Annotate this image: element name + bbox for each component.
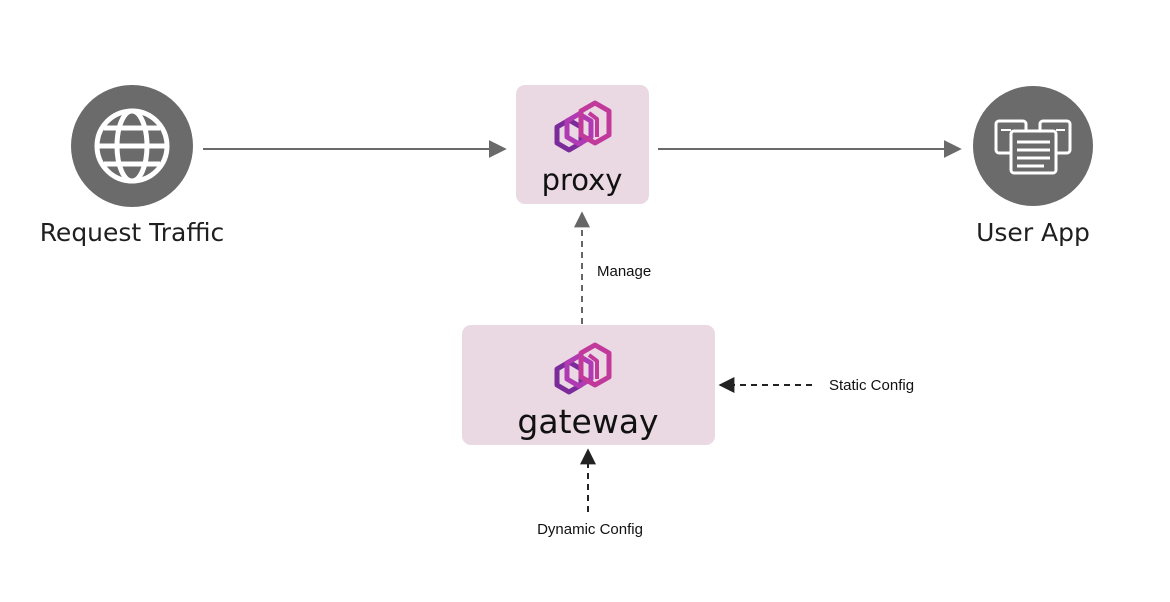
proxy-node: proxy <box>516 85 649 204</box>
user-app-node: User App <box>973 86 1093 247</box>
user-app-label: User App <box>976 218 1090 247</box>
request-traffic-node: Request Traffic <box>40 85 225 247</box>
gateway-box <box>462 325 715 445</box>
proxy-label: proxy <box>542 163 623 197</box>
envoy-logo-icon <box>554 342 612 395</box>
manage-label: Manage <box>597 263 651 280</box>
globe-icon <box>94 108 170 184</box>
static-config-label: Static Config <box>829 377 914 394</box>
gateway-node: gateway <box>462 325 715 445</box>
dynamic-config-label: Dynamic Config <box>537 521 643 538</box>
documents-icon <box>994 119 1072 175</box>
envoy-logo-icon <box>554 100 612 153</box>
gateway-label: gateway <box>517 402 658 441</box>
request-traffic-label: Request Traffic <box>40 218 225 247</box>
